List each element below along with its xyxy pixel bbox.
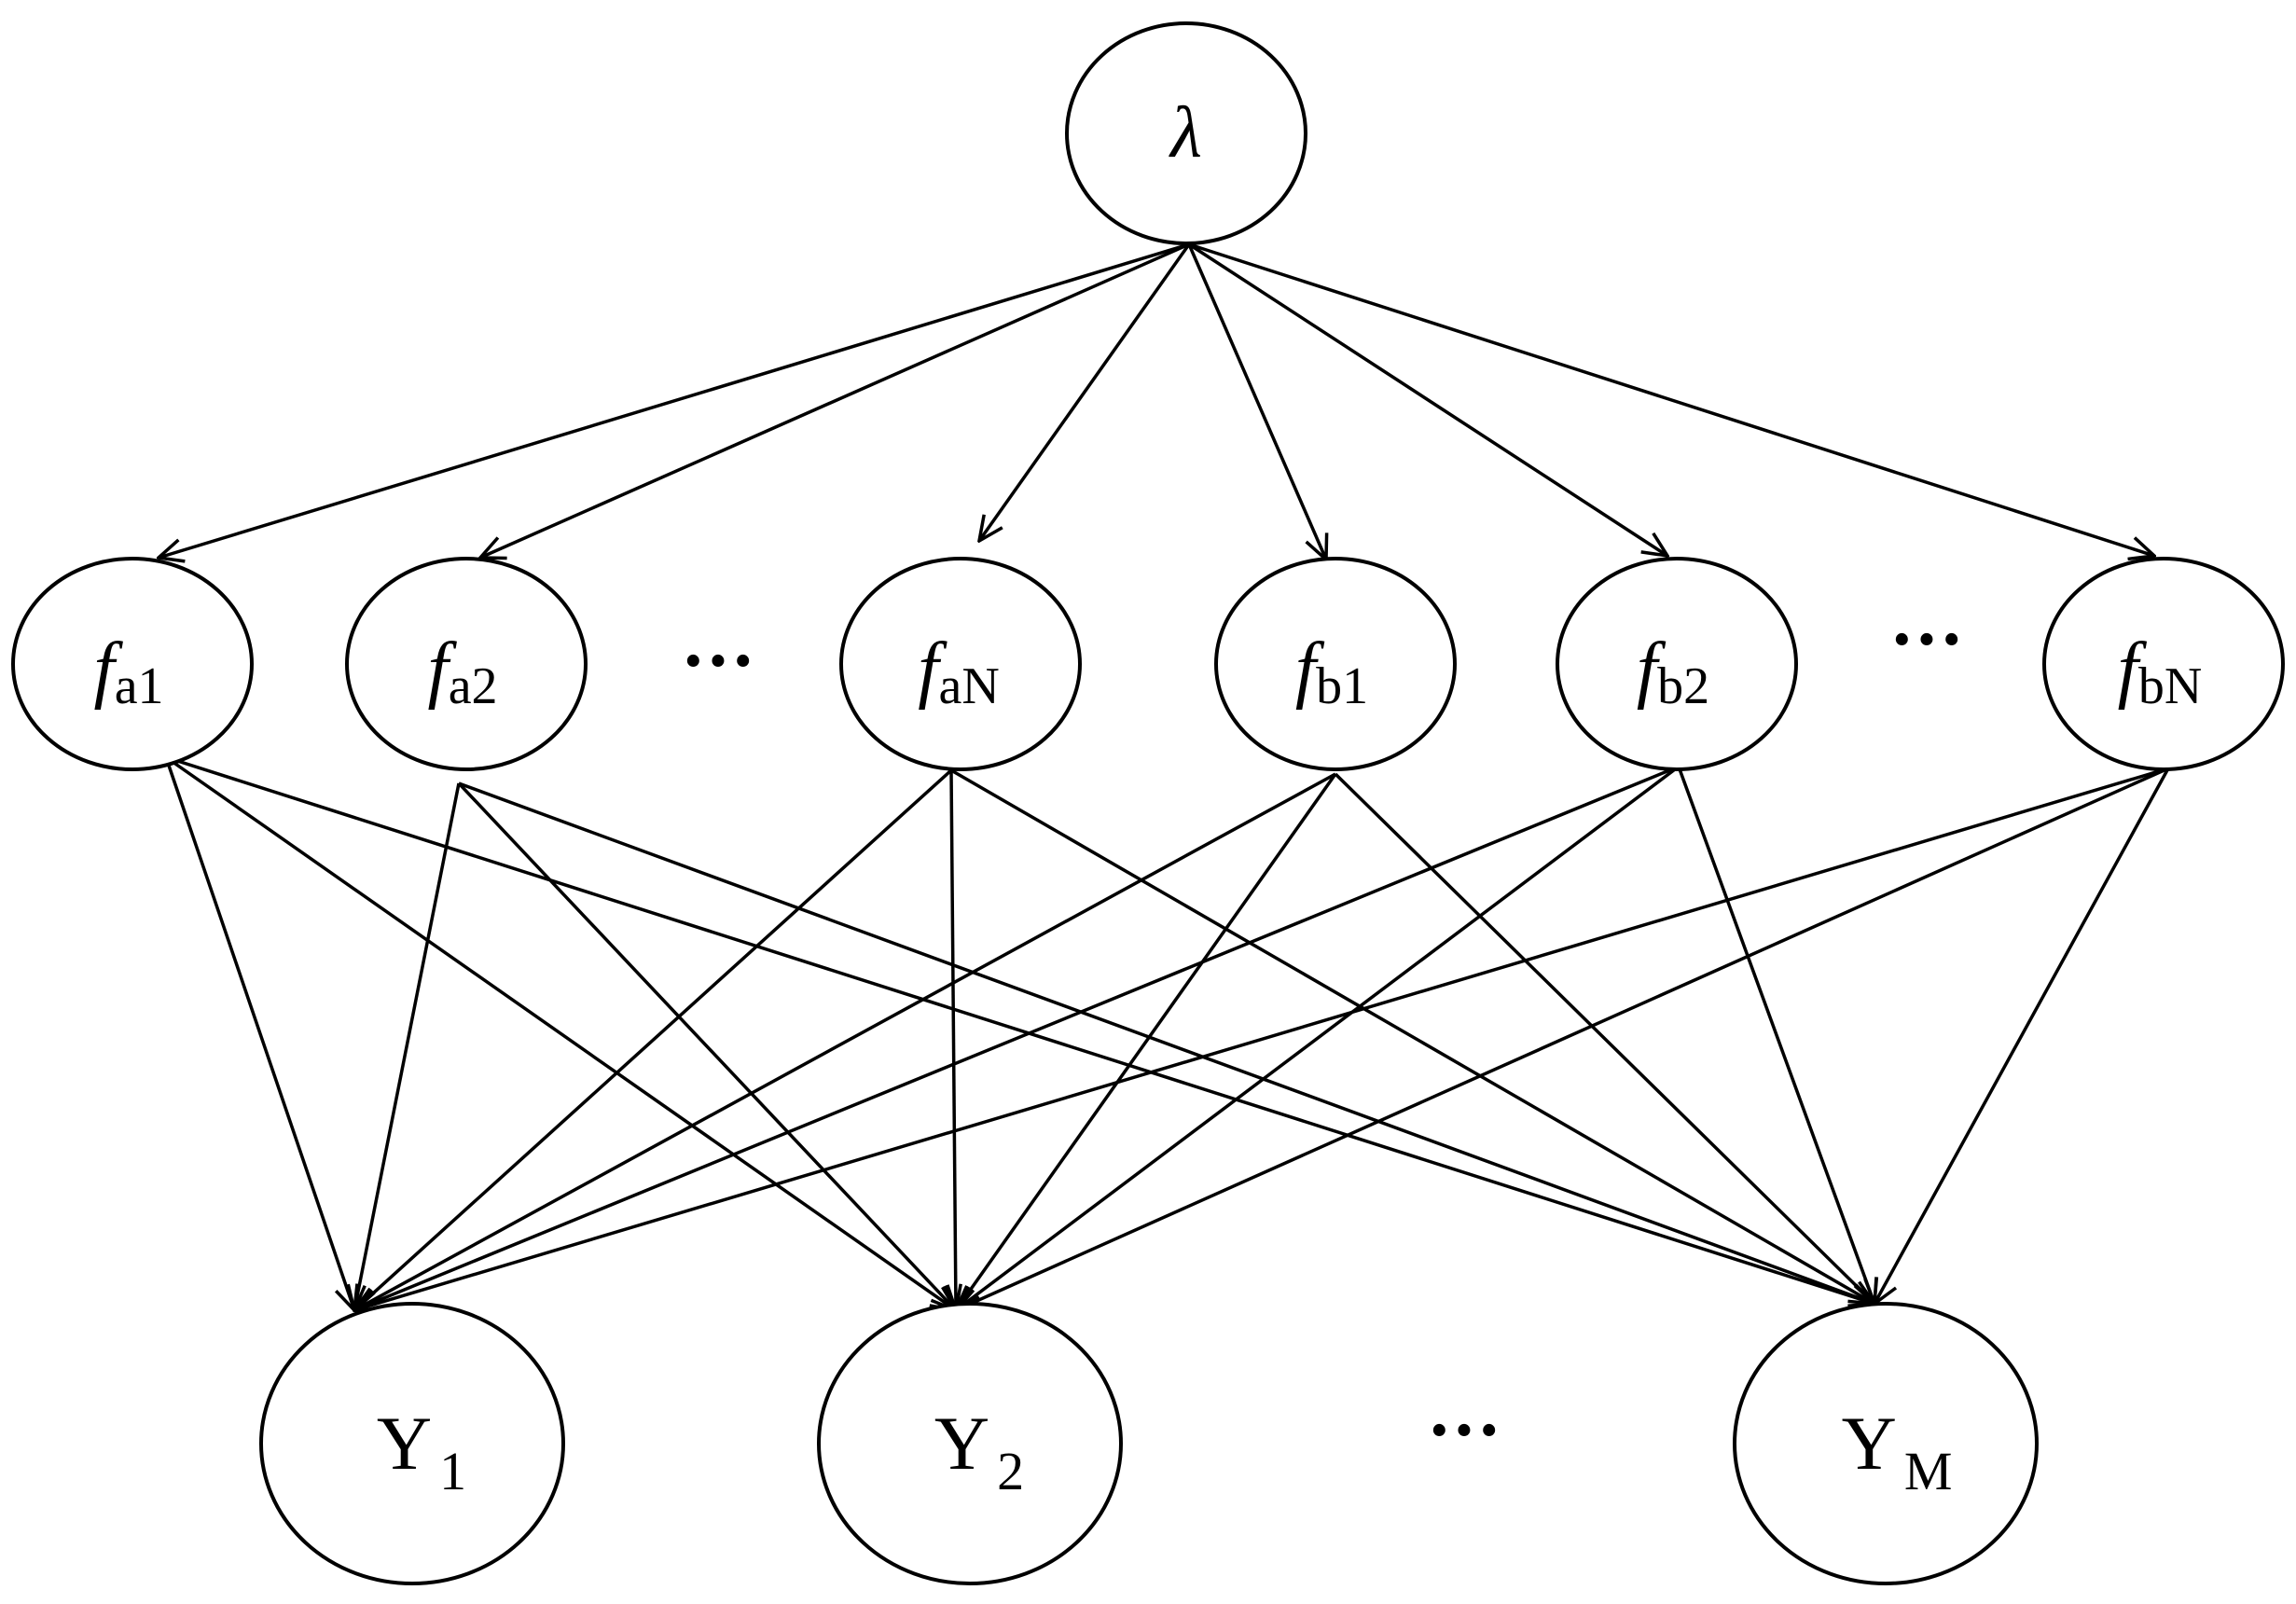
edge-faN-to-y1 (354, 768, 953, 1310)
node-fa1: fa1 (11, 557, 254, 771)
ellipsis-middle-left: ··· (681, 620, 755, 702)
node-fbN-label: fbN (2118, 629, 2203, 715)
edge-faN-to-y2 (951, 769, 956, 1310)
edge-lambda-to-fb1 (1187, 243, 1326, 560)
edge-fa2-to-yM (458, 781, 1874, 1304)
ellipsis-middle-right: ··· (1889, 599, 1964, 681)
ellipsis-bottom: ··· (1427, 1390, 1501, 1472)
edge-fa2-to-y1 (354, 782, 461, 1310)
edge-lambda-to-fb2 (1188, 242, 1667, 556)
edge-lambda-to-fa1 (159, 242, 1190, 558)
edge-fb1-to-yM (1334, 772, 1874, 1304)
edge-fbN-to-yM (1874, 767, 2170, 1304)
edge-fa2-to-y2 (457, 781, 956, 1310)
edge-fa1-to-y2 (164, 755, 956, 1310)
node-lambda-label: λ (1169, 91, 1202, 173)
edge-faN-to-yM (950, 768, 1874, 1304)
edge-lambda-to-fa2 (480, 242, 1190, 558)
edge-fa1-to-y1 (164, 756, 354, 1310)
edge-fb1-to-y1 (354, 772, 1336, 1310)
node-lambda: λ (1065, 21, 1307, 245)
edge-fbN-to-y2 (956, 767, 2169, 1310)
edge-fbN-to-y1 (354, 767, 2169, 1310)
edge-lambda-to-fbN (1188, 242, 2154, 556)
edges (159, 242, 2170, 1310)
edge-fb1-to-y2 (956, 772, 1337, 1310)
node-fb1: fb1 (1214, 557, 1457, 771)
edge-lambda-to-faN (979, 242, 1191, 541)
edge-fb2-to-y2 (956, 765, 1681, 1310)
node-fb2: fb2 (1556, 557, 1798, 771)
node-fa2: fa2 (345, 557, 588, 771)
node-faN: faN (839, 557, 1082, 771)
edge-fb2-to-y1 (354, 765, 1680, 1310)
node-fbN: fbN (2042, 557, 2285, 771)
edge-fb2-to-yM (1677, 766, 1874, 1304)
node-faN-label: faN (918, 629, 1000, 715)
edge-fa1-to-yM (165, 755, 1874, 1304)
node-fa2-label: fa2 (427, 629, 497, 715)
